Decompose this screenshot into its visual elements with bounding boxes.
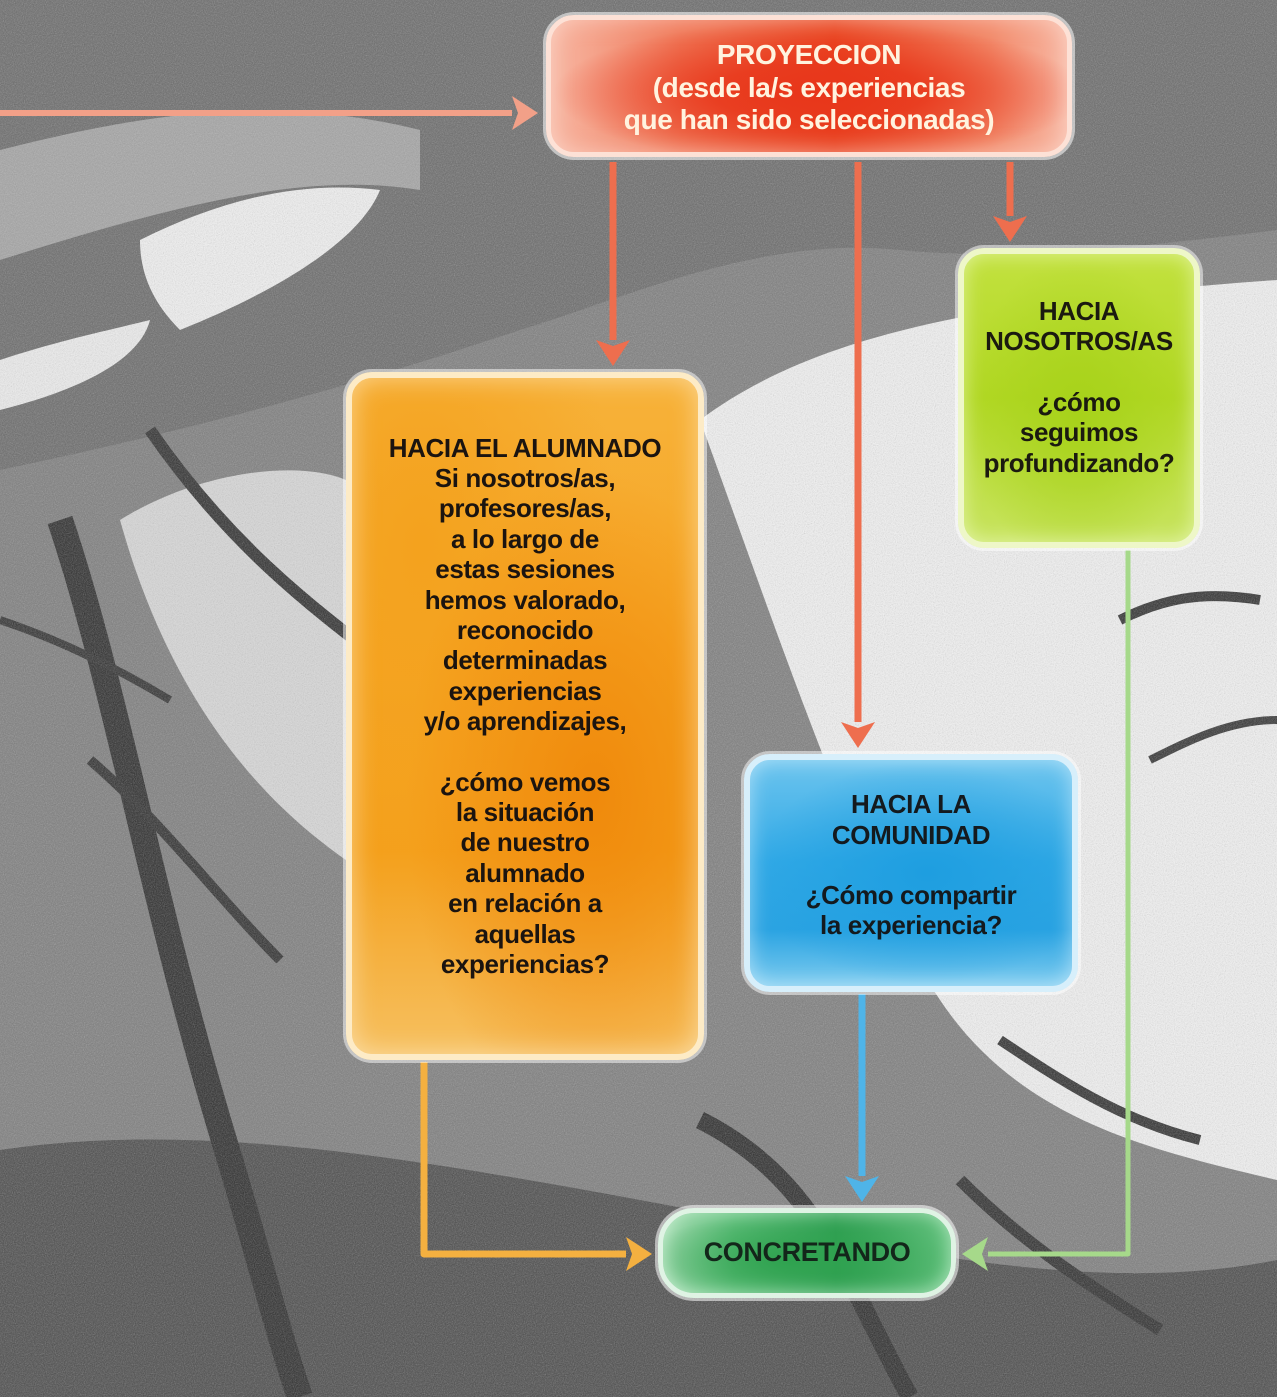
arrowhead-proyeccion-to-comunidad [841, 722, 875, 748]
edge-proyeccion-to-comunidad [841, 162, 875, 748]
alumnado-line-4: estas sesiones [435, 554, 615, 585]
arrowhead-nosotros-to-concretando [962, 1237, 988, 1271]
alumnado-line-1: Si nosotros/as, [434, 462, 616, 493]
arrowhead-comunidad-to-concretando [845, 1176, 879, 1202]
alumnado-line-8: experiencias [448, 675, 602, 706]
proyeccion-line-2: (desde la/s experiencias [652, 71, 966, 103]
edge-external-left-to-proyeccion [0, 96, 538, 130]
alumnado-line-9: y/o aprendizajes, [423, 706, 627, 737]
alumnado-question-2: la situación [455, 797, 595, 828]
nosotros-question-3: profundizando? [983, 447, 1175, 478]
node-hacia-la-comunidad: HACIA LA COMUNIDAD ¿Cómo compartir la ex… [744, 754, 1078, 992]
proyeccion-line-1: PROYECCION [716, 38, 902, 70]
edge-nosotros-to-concretando [962, 550, 1131, 1271]
alumnado-question-1: ¿cómo vemos [439, 766, 611, 797]
alumnado-question-5: en relación a [448, 888, 602, 919]
node-proyeccion: PROYECCION (desde la/s experiencias que … [546, 15, 1072, 157]
alumnado-line-7: determinadas [442, 645, 608, 676]
arrowhead-proyeccion-to-nosotros [993, 216, 1027, 242]
edge-line-alumnado-to-concretando [420, 1062, 626, 1258]
comunidad-question-2: la experiencia? [820, 910, 1002, 941]
alumnado-line-3: a lo largo de [451, 523, 599, 554]
alumnado-question-4: alumnado [465, 857, 585, 888]
nosotros-question-2: seguimos [1019, 417, 1139, 448]
edge-proyeccion-to-alumnado [596, 162, 630, 366]
alumnado-question-6: aquellas [474, 918, 576, 949]
alumnado-line-5: hemos valorado, [424, 584, 626, 615]
alumnado-question-3: de nuestro [460, 827, 590, 858]
nosotros-title-2: NOSOTROS/AS [985, 326, 1173, 357]
arrowhead-proyeccion-to-alumnado [596, 340, 630, 366]
concretando-label: CONCRETANDO [703, 1237, 911, 1268]
nosotros-question-1: ¿cómo [1037, 386, 1121, 417]
nosotros-title-1: HACIA [1038, 295, 1120, 326]
alumnado-line-2: profesores/as, [438, 493, 612, 524]
comunidad-title-2: COMUNIDAD [831, 819, 991, 850]
edge-alumnado-to-concretando [420, 1062, 652, 1271]
edge-comunidad-to-concretando [845, 994, 879, 1202]
node-concretando: CONCRETANDO [658, 1208, 956, 1298]
node-hacia-nosotros: HACIA NOSOTROS/AS ¿cómo seguimos profund… [958, 248, 1200, 548]
comunidad-title-1: HACIA LA [850, 789, 972, 820]
edge-proyeccion-to-nosotros [993, 162, 1027, 242]
alumnado-question-7: experiencias? [440, 949, 610, 980]
alumnado-title: HACIA EL ALUMNADO [388, 432, 662, 463]
alumnado-line-6: reconocido [456, 614, 594, 645]
edge-line-nosotros-to-concretando [988, 550, 1131, 1257]
arrowhead-alumnado-to-concretando [626, 1237, 652, 1271]
arrowhead-external-left-to-proyeccion [512, 96, 538, 130]
proyeccion-line-3: que han sido seleccionadas) [623, 104, 995, 136]
node-hacia-el-alumnado: HACIA EL ALUMNADO Si nosotros/as, profes… [346, 372, 704, 1060]
comunidad-question-1: ¿Cómo compartir [805, 880, 1017, 910]
